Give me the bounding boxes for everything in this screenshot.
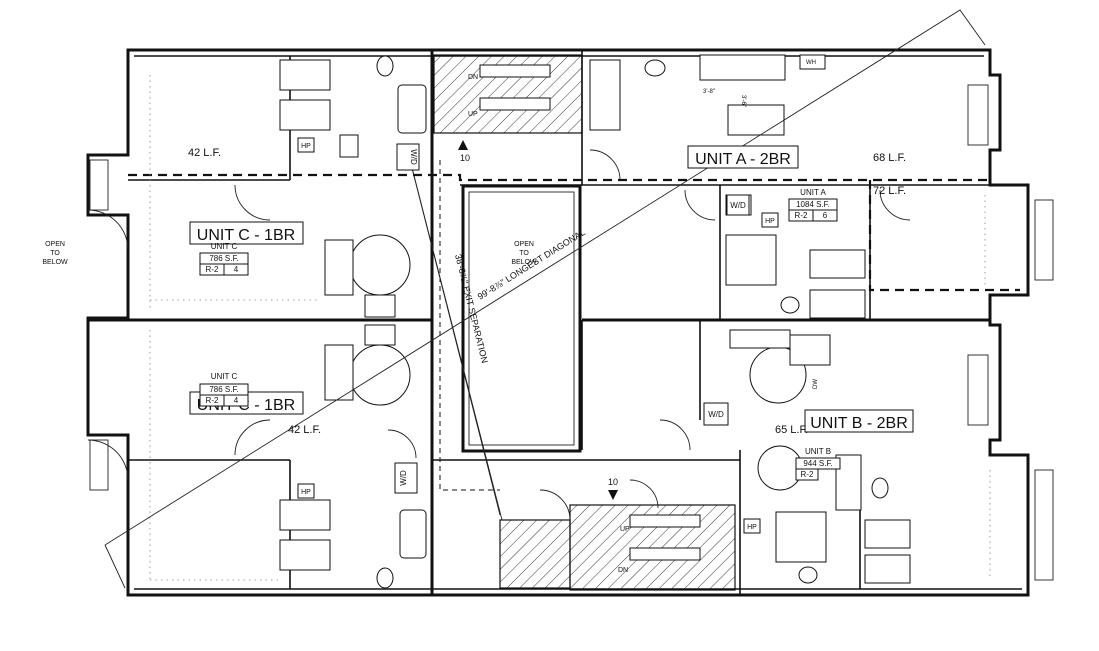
svg-text:HP: HP (301, 489, 311, 496)
svg-text:HP: HP (301, 143, 311, 150)
svg-text:W/D: W/D (708, 410, 724, 419)
lf-c-lower: 42 L.F. (288, 424, 321, 436)
unit-b-occ: R-2 (801, 470, 814, 479)
fixtures (279, 54, 911, 589)
unit-c-upper-count: 4 (234, 265, 239, 274)
unit-c-lower-occ: R-2 (206, 396, 219, 405)
doors (87, 149, 911, 521)
ceiling-dots (149, 75, 991, 581)
svg-text:W/D: W/D (409, 149, 418, 165)
unit-b-title: UNIT B - 2BR (810, 415, 908, 432)
unit-a-occ: R-2 (795, 211, 808, 220)
unit-tags: UNIT C 786 S.F. R-2 4 UNIT C 786 S.F. R-… (199, 188, 841, 481)
lf-a-top: 68 L.F. (873, 152, 906, 164)
svg-text:DN: DN (618, 567, 628, 574)
unit-a-tag: UNIT A (800, 188, 826, 197)
linear-feet-labels: 42 L.F. 42 L.F. 68 L.F. 72 L.F. 65 L.F. (188, 147, 906, 436)
lf-a-right: 72 L.F. (873, 185, 906, 197)
unit-a-count: 6 (823, 211, 828, 220)
svg-text:BELOW: BELOW (511, 259, 537, 266)
lf-c-upper: 42 L.F. (188, 147, 221, 159)
svg-text:W/D: W/D (399, 470, 408, 486)
exit-corridor (128, 160, 1020, 491)
lf-b: 65 L.F. (775, 424, 808, 436)
unit-titles: UNIT C - 1BR UNIT C - 1BR UNIT A - 2BR U… (189, 145, 914, 433)
svg-text:WH: WH (806, 60, 816, 66)
svg-text:W/D: W/D (730, 201, 746, 210)
balconies (89, 84, 1054, 581)
svg-text:OPEN: OPEN (45, 241, 65, 248)
svg-text:DW: DW (813, 379, 819, 389)
exit-separation-label: 38'-8⅞" EXIT SEPARATION (453, 253, 490, 364)
open-to-below-exterior: OPEN TO BELOW (42, 241, 68, 266)
svg-text:HP: HP (747, 524, 757, 531)
riser-upper: 10 (460, 153, 470, 163)
svg-text:UP: UP (468, 111, 478, 118)
unit-b-area: 944 S.F. (803, 459, 832, 468)
svg-text:OPEN: OPEN (514, 241, 534, 248)
svg-text:UP: UP (620, 526, 630, 533)
svg-text:3'-8": 3'-8" (703, 89, 715, 95)
courtyard (461, 184, 582, 453)
svg-text:TO: TO (519, 250, 529, 257)
diagonal-lines (104, 9, 986, 589)
unit-c-upper-occ: R-2 (206, 265, 219, 274)
unit-c-upper-tag: UNIT C (211, 242, 238, 251)
unit-c-lower-count: 4 (234, 396, 239, 405)
unit-c-lower-tag: UNIT C (211, 372, 238, 381)
svg-text:3'-6": 3'-6" (740, 95, 746, 107)
unit-c-upper-area: 786 S.F. (209, 254, 238, 263)
svg-text:TO: TO (50, 250, 60, 257)
stair-labels: DN UP UP DN 10 10 (458, 74, 630, 574)
longest-diagonal-label: 99'-8⅞" LONGEST DIAGONAL (476, 227, 587, 302)
unit-c-upper-title: UNIT C - 1BR (197, 227, 295, 244)
unit-a-area: 1084 S.F. (796, 200, 830, 209)
unit-a-title: UNIT A - 2BR (695, 151, 791, 168)
svg-text:DN: DN (468, 74, 478, 81)
riser-lower: 10 (608, 477, 618, 487)
open-to-below-courtyard: OPEN TO BELOW (511, 241, 537, 266)
fixture-labels: HP HP HP HP W/D W/D W/D W/D DW WH 3'-8" … (297, 60, 819, 534)
unit-b-tag: UNIT B (805, 447, 831, 456)
svg-text:BELOW: BELOW (42, 259, 68, 266)
svg-text:HP: HP (765, 218, 775, 225)
stairwells (433, 54, 736, 591)
unit-c-lower-area: 786 S.F. (209, 385, 238, 394)
